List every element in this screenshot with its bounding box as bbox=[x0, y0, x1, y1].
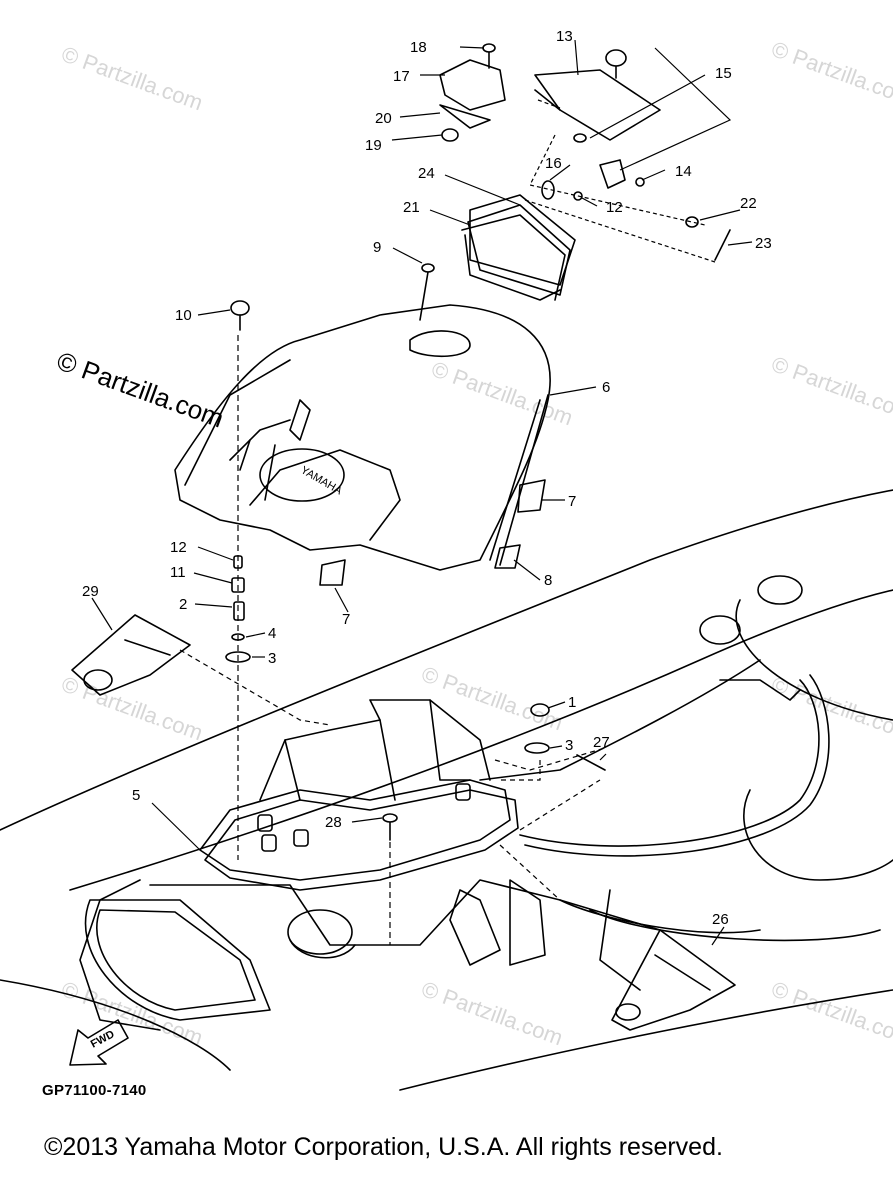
part-label: 28 bbox=[325, 814, 342, 831]
watermark: © Partzilla.com bbox=[768, 976, 893, 1050]
watermark: © Partzilla.com bbox=[58, 976, 206, 1050]
leader-lines bbox=[91, 39, 753, 946]
part-label: 8 bbox=[544, 572, 552, 589]
vent-27 bbox=[71, 614, 191, 696]
part-label: 5 bbox=[132, 787, 140, 804]
part-label: 21 bbox=[403, 199, 420, 216]
part-label: 19 bbox=[365, 137, 382, 154]
part-label: 12 bbox=[170, 539, 187, 556]
part-label: 23 bbox=[755, 235, 772, 252]
part-label: 24 bbox=[418, 165, 435, 182]
part-label: 6 bbox=[602, 379, 610, 396]
watermark: © Partzilla.com bbox=[58, 41, 206, 115]
latch bbox=[439, 59, 506, 142]
part-label: 14 bbox=[675, 163, 692, 180]
part-label: 17 bbox=[393, 68, 410, 85]
storage-tank bbox=[174, 304, 551, 571]
part-label: 22 bbox=[740, 195, 757, 212]
watermark: © Partzilla.com bbox=[428, 356, 576, 430]
part-label: 29 bbox=[82, 583, 99, 600]
part-label: 3 bbox=[268, 650, 276, 667]
part-label: 12 bbox=[606, 199, 623, 216]
part-label: 10 bbox=[175, 307, 192, 324]
part-label: 11 bbox=[170, 564, 186, 581]
part-label: 1 bbox=[568, 694, 576, 711]
hatch-base bbox=[199, 699, 519, 891]
part-label: 3 bbox=[565, 737, 573, 754]
part-label: 7 bbox=[568, 493, 576, 510]
part-label: 7 bbox=[342, 611, 350, 628]
part-labels: 18 13 15 17 20 19 16 14 12 24 21 22 23 9… bbox=[82, 28, 772, 928]
part-label: 15 bbox=[715, 65, 732, 82]
part-label: 16 bbox=[545, 155, 562, 172]
part-label: 9 bbox=[373, 239, 381, 256]
part-label: 26 bbox=[712, 911, 729, 928]
watermark: © Partzilla.com bbox=[418, 661, 566, 735]
cap bbox=[534, 69, 661, 141]
watermark: © Partzilla.com bbox=[768, 351, 893, 425]
vent-26 bbox=[611, 929, 736, 1031]
part-label: 18 bbox=[410, 39, 427, 56]
fasteners bbox=[225, 43, 731, 841]
hull-deck bbox=[0, 489, 893, 1091]
yamaha-logo: YAMAHA bbox=[299, 464, 345, 498]
fwd-arrow bbox=[69, 1019, 129, 1066]
part-label: 20 bbox=[375, 110, 392, 127]
copyright-notice: ©2013 Yamaha Motor Corporation, U.S.A. A… bbox=[44, 1133, 723, 1161]
part-label: 4 bbox=[268, 625, 276, 642]
diagram-code: GP71100-7140 bbox=[42, 1082, 147, 1099]
lid-ring bbox=[461, 194, 576, 301]
part-label: 2 bbox=[179, 596, 187, 613]
watermark: © Partzilla.com bbox=[418, 976, 566, 1050]
watermark: © Partzilla.com bbox=[768, 36, 893, 110]
watermark-dark: © Partzilla.com bbox=[53, 345, 228, 433]
part-label: 27 bbox=[593, 734, 610, 751]
part-label: 13 bbox=[556, 28, 573, 45]
